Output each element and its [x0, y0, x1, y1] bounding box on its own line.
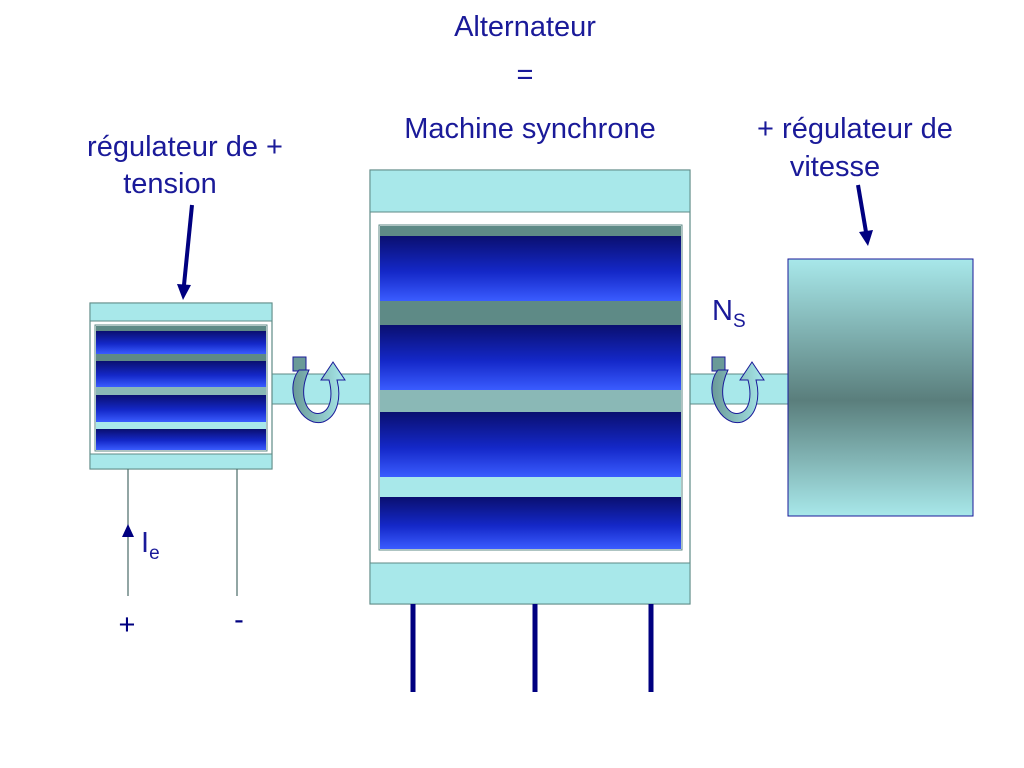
alternator-band — [380, 301, 681, 325]
alternator-winding — [380, 497, 681, 549]
voltage-regulator-label-line-1: régulateur de + — [87, 131, 283, 163]
title-line-2: = — [516, 59, 534, 91]
synchronous-speed-label: NS — [712, 294, 762, 339]
speed-subscript: S — [732, 310, 746, 332]
exciter-band — [96, 354, 266, 361]
alternator-band — [380, 390, 681, 412]
voltage-regulator-pointer-arrow — [177, 204, 194, 300]
exciter-top-cap — [89, 302, 273, 322]
rotation-arrow-icon — [292, 356, 346, 424]
alternator-band — [380, 477, 681, 497]
speed-regulator-label-line-2: vitesse — [789, 151, 881, 183]
exciter-band — [96, 326, 266, 331]
exciter-band — [96, 387, 266, 395]
title-line-3: Machine synchrone — [404, 113, 656, 145]
alternator-winding — [380, 236, 681, 301]
current-symbol: I — [141, 527, 150, 559]
speed-regulator-pointer-arrow — [856, 184, 873, 246]
alternator-winding — [380, 325, 681, 390]
alternator-unit — [369, 169, 691, 605]
exciter-winding — [96, 429, 266, 450]
exciter-unit — [89, 302, 273, 470]
alternator-top-cap — [369, 169, 691, 213]
speed-regulator-label-line-1: + régulateur de — [757, 113, 953, 145]
excitation-current-label: Ie — [141, 526, 181, 571]
exciter-bottom-cap — [89, 453, 273, 470]
prime-mover-block — [787, 258, 974, 517]
title-line-1: Alternateur — [454, 11, 596, 43]
speed-symbol: N — [712, 295, 733, 327]
rotation-arrow-icon — [711, 356, 765, 424]
alternator-band — [380, 226, 681, 236]
exciter-winding — [96, 331, 266, 354]
right-shaft — [679, 373, 791, 405]
voltage-regulator-label-line-2: tension — [123, 168, 217, 200]
current-direction-arrow — [122, 524, 134, 537]
exciter-winding — [96, 361, 266, 387]
alternator-winding — [380, 412, 681, 477]
exciter-winding — [96, 395, 266, 422]
exciter-band — [96, 422, 266, 429]
current-subscript: e — [149, 542, 160, 564]
alternator-bottom-cap — [369, 562, 691, 605]
terminal-minus: - — [234, 604, 244, 636]
terminal-plus: + — [118, 609, 136, 641]
